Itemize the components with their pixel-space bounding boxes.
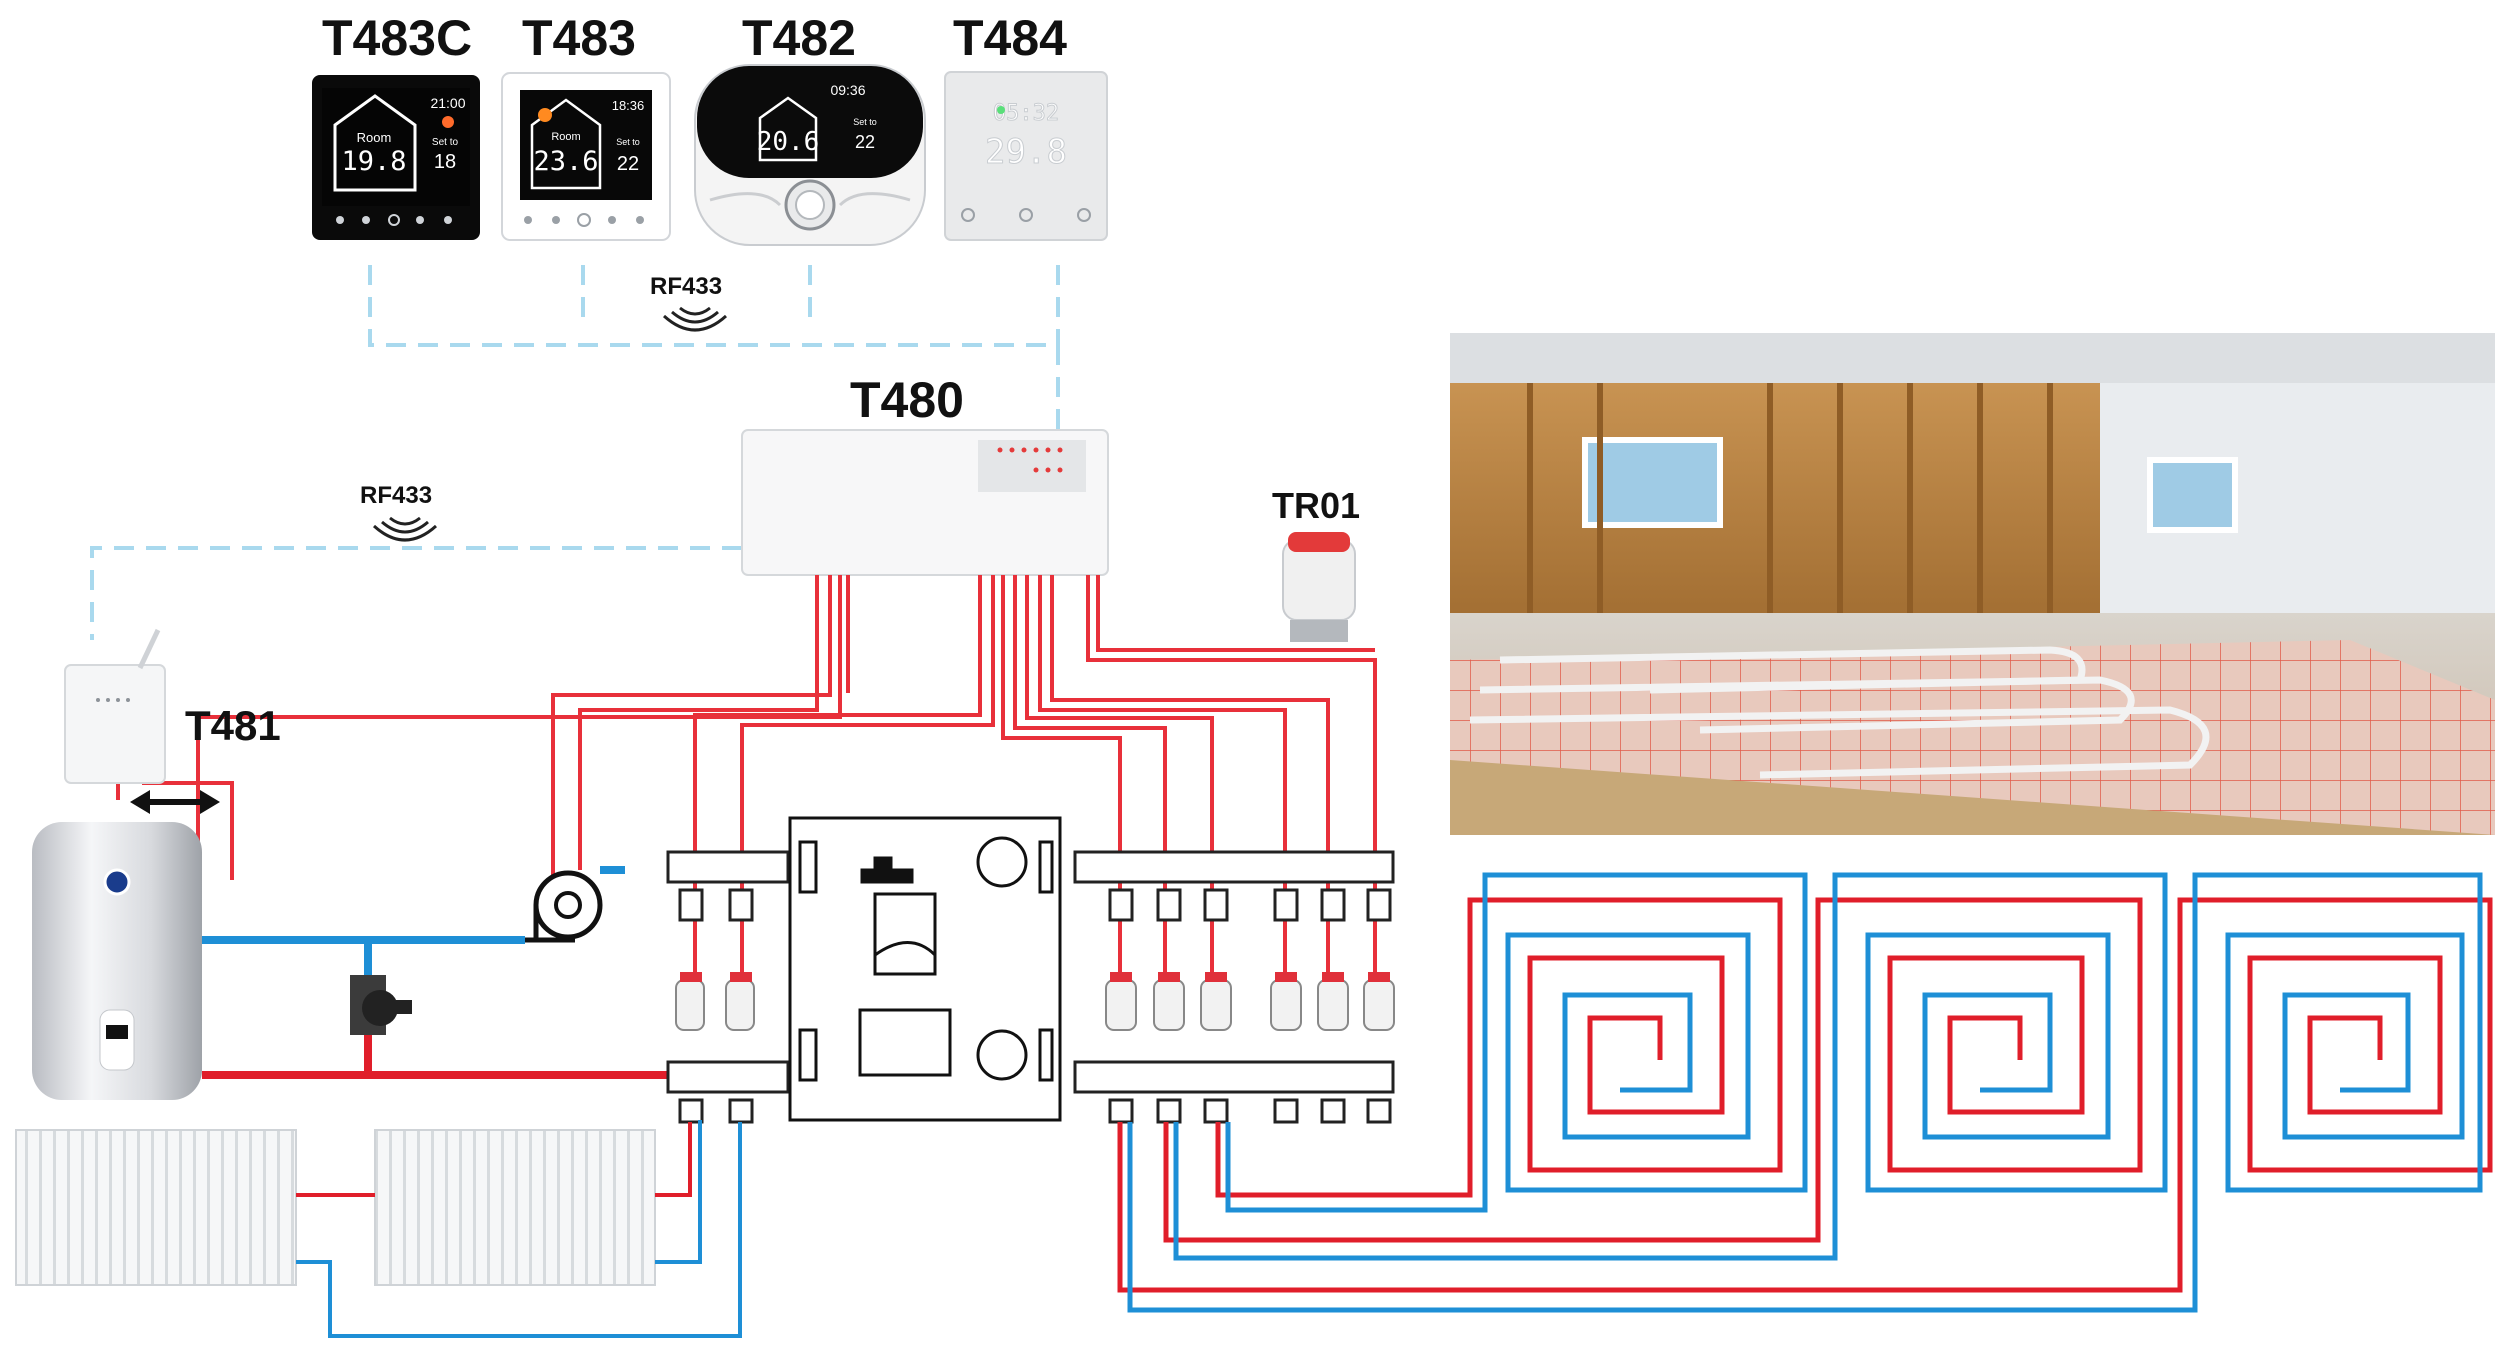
t483c-time: 21:00 bbox=[430, 95, 465, 111]
t482-time: 09:36 bbox=[830, 82, 865, 98]
label-rf433-left: RF433 bbox=[360, 482, 433, 509]
bidirectional-arrow-icon bbox=[130, 790, 220, 814]
t482-set-temp: 22 bbox=[855, 132, 875, 152]
underfloor-manifold bbox=[1073, 850, 1395, 1124]
pump-icon bbox=[525, 866, 625, 943]
label-rf433-top: RF433 bbox=[650, 273, 723, 300]
label-t482: T482 bbox=[742, 10, 856, 66]
radiator-right bbox=[374, 1129, 656, 1286]
label-t483: T483 bbox=[522, 10, 636, 66]
underfloor-loops bbox=[1117, 872, 2493, 1313]
t483-set-temp: 22 bbox=[617, 153, 639, 175]
rf-links bbox=[90, 265, 1060, 640]
boiler-pipes bbox=[202, 936, 668, 1079]
label-t480: T480 bbox=[850, 372, 964, 428]
t483-time: 18:36 bbox=[612, 98, 645, 113]
t483-set-caption: Set to bbox=[616, 137, 640, 147]
label-t481: T481 bbox=[185, 702, 281, 749]
wifi-arcs-icon bbox=[372, 516, 438, 542]
t483-room-caption: Room bbox=[551, 131, 580, 143]
radiator-pipes bbox=[296, 1120, 742, 1338]
t480-controller bbox=[741, 429, 1109, 576]
t481-receiver bbox=[64, 628, 166, 784]
t483c-set-caption: Set to bbox=[432, 137, 459, 148]
t484-set-temp: 29.8 bbox=[985, 132, 1067, 172]
t484-time: 05:32 bbox=[993, 101, 1059, 126]
t483c-room-caption: Room bbox=[357, 130, 392, 145]
t482-room-temp: 20.6 bbox=[757, 127, 820, 157]
label-t484: T484 bbox=[953, 10, 1067, 66]
t482-set-caption: Set to bbox=[853, 117, 877, 127]
t483-thermostat: Room 23.6 18:36 Set to 22 bbox=[501, 72, 671, 241]
label-t483c: T483C bbox=[322, 10, 473, 66]
radiator-left bbox=[15, 1129, 297, 1286]
t483c-thermostat: Room 19.8 21:00 Set to 18 bbox=[312, 75, 480, 240]
room-illustration bbox=[1450, 333, 2495, 835]
valve-icon bbox=[350, 975, 412, 1035]
wifi-arcs-icon bbox=[662, 306, 728, 332]
t484-thermostat: 05:32 29.8 bbox=[944, 71, 1108, 241]
control-wires bbox=[116, 575, 1377, 975]
tr01-actuator bbox=[1282, 532, 1356, 642]
radiator-manifold bbox=[666, 850, 790, 1124]
mixing-station bbox=[788, 816, 1062, 1122]
label-tr01: TR01 bbox=[1272, 485, 1361, 526]
tr01-wire bbox=[1096, 575, 1375, 652]
t483-room-temp: 23.6 bbox=[533, 146, 598, 177]
t482-thermostat: 20.6 09:36 Set to 22 bbox=[694, 64, 926, 246]
boiler-tank bbox=[32, 822, 202, 1100]
t483c-room-temp: 19.8 bbox=[341, 146, 406, 177]
t483c-set-temp: 18 bbox=[434, 151, 456, 173]
